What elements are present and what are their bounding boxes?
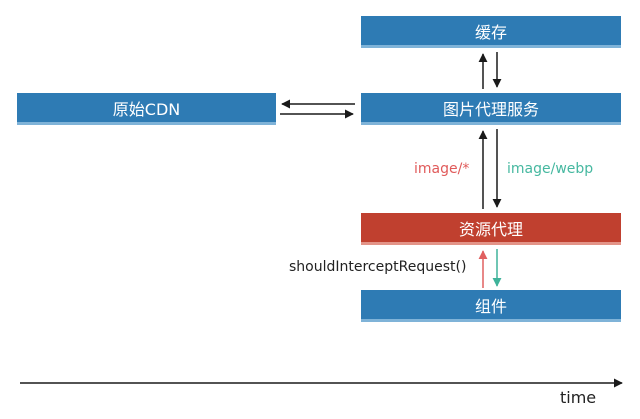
component-node-label: 组件 <box>474 296 507 316</box>
cache-node-label: 缓存 <box>474 22 507 42</box>
image-proxy-service-node-label: 图片代理服务 <box>442 99 539 119</box>
intercept-call-label: shouldInterceptRequest() <box>289 259 467 275</box>
resource-proxy-node: 资源代理 <box>361 213 621 245</box>
origin-cdn-node-label: 原始CDN <box>112 99 181 119</box>
timeline-label: time <box>560 388 597 407</box>
request-type-label: image/* <box>414 161 470 177</box>
image-proxy-service-node: 图片代理服务 <box>361 93 621 125</box>
cache-node: 缓存 <box>361 16 621 48</box>
component-node: 组件 <box>361 290 621 322</box>
origin-cdn-node: 原始CDN <box>17 93 276 125</box>
resource-proxy-node-label: 资源代理 <box>458 219 523 239</box>
response-type-label: image/webp <box>507 161 594 177</box>
